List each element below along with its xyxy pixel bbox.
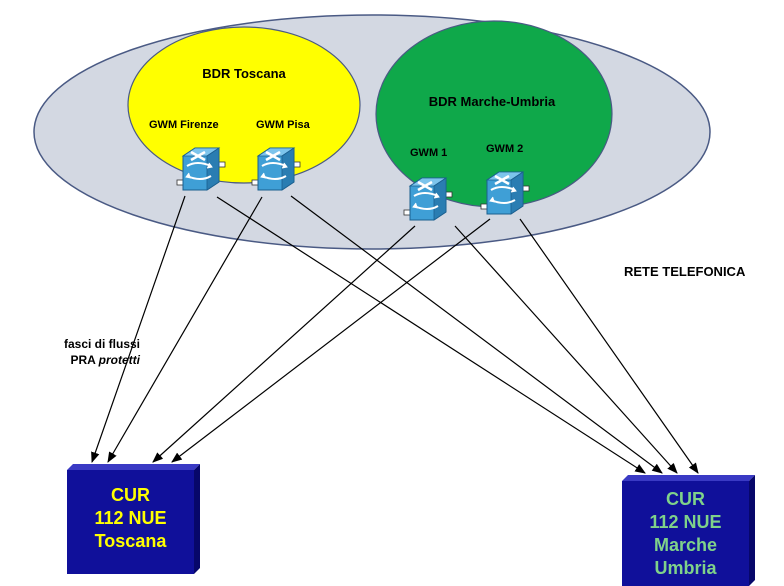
flows-label-prefix: PRA (70, 353, 99, 367)
cur-marche-line: CUR (666, 489, 705, 509)
gateway-label-firenze: GWM Firenze (149, 119, 219, 131)
bdr-toscana-title: BDR Toscana (202, 66, 286, 81)
flows-label-italic: protetti (98, 353, 140, 367)
cur-marche-line: Marche (653, 535, 718, 555)
cur-toscana-box (67, 464, 200, 574)
cur-marche-umbria-box (622, 475, 755, 586)
link-gwm2-toscana (171, 218, 491, 463)
cur-marche-umbria-label: CUR 112 NUE Marche Umbria (622, 488, 749, 580)
bdr-toscana-region (127, 26, 361, 184)
cur-toscana-label: CUR 112 NUE Toscana (67, 484, 194, 553)
gateway-label-gwm2: GWM 2 (486, 143, 524, 155)
link-gwm1-marche (454, 225, 678, 474)
cur-marche-line: Umbria (654, 558, 717, 578)
link-firenze-marche (216, 196, 646, 474)
cur-marche-line: 112 NUE (649, 512, 722, 532)
flows-label-line2: PRA protetti (30, 352, 140, 368)
link-pisa-marche (290, 195, 663, 474)
flows-label-line1: fasci di flussi (63, 337, 140, 351)
cur-toscana-line: Toscana (94, 531, 167, 551)
network-label: RETE TELEFONICA (624, 264, 746, 279)
link-gwm2-marche (519, 218, 699, 474)
bdr-marche-umbria-title: BDR Marche-Umbria (428, 94, 556, 109)
gateway-label-pisa: GWM Pisa (256, 119, 310, 131)
flows-label: fasci di flussi PRA protetti (30, 336, 140, 368)
link-gwm1-toscana (152, 225, 416, 463)
gateway-label-gwm1: GWM 1 (410, 147, 448, 159)
link-firenze-toscana (91, 195, 186, 464)
cur-toscana-line: 112 NUE (94, 508, 167, 528)
connection-lines (91, 195, 699, 474)
cur-toscana-line: CUR (111, 485, 150, 505)
link-pisa-toscana (107, 196, 263, 463)
